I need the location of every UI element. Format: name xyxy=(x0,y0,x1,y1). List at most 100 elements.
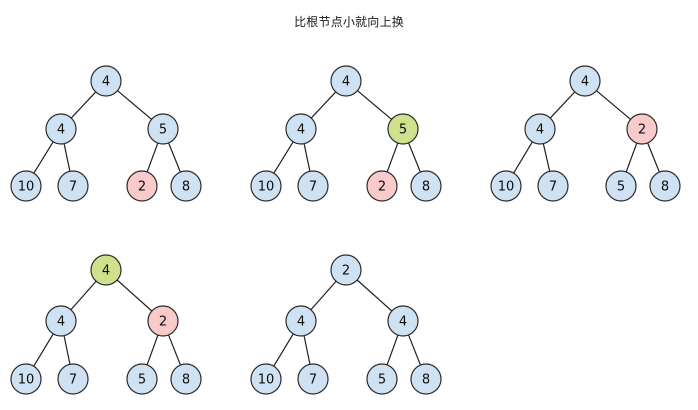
tree-node-t2-left: 4 xyxy=(285,113,317,145)
node-label: 10 xyxy=(18,180,35,195)
tree-edge xyxy=(356,279,393,312)
tree-node-t5-right: 4 xyxy=(387,305,419,337)
node-label: 4 xyxy=(399,315,407,330)
node-circle xyxy=(90,65,122,97)
page-title: 比根节点小就向上换 xyxy=(294,15,404,29)
tree-edge xyxy=(273,333,294,367)
node-circle xyxy=(57,170,89,202)
tree-edge xyxy=(310,280,337,311)
tree-edge xyxy=(513,141,533,174)
node-circle xyxy=(10,170,42,202)
tree-node-t3-lr: 7 xyxy=(537,170,569,202)
tree-edge xyxy=(63,143,71,172)
node-circle xyxy=(126,363,158,395)
node-circle xyxy=(387,305,419,337)
tree-node-t5-left: 4 xyxy=(285,305,317,337)
tree-edge xyxy=(146,142,159,173)
node-label: 7 xyxy=(69,180,77,195)
node-circle xyxy=(147,113,179,145)
tree-edge xyxy=(647,142,660,173)
node-circle xyxy=(250,170,282,202)
node-circle xyxy=(366,170,398,202)
node-label: 7 xyxy=(309,180,317,195)
node-label: 2 xyxy=(159,315,167,330)
tree-node-t2-right: 5 xyxy=(387,113,419,145)
node-label: 7 xyxy=(309,373,317,388)
node-label: 10 xyxy=(498,180,515,195)
node-label: 7 xyxy=(69,373,77,388)
node-label: 4 xyxy=(581,75,589,90)
tree-edge xyxy=(407,334,422,366)
tree-node-t3-rl: 5 xyxy=(605,170,637,202)
tree-edge xyxy=(542,143,551,172)
node-circle xyxy=(626,113,658,145)
node-circle xyxy=(330,65,362,97)
node-label: 2 xyxy=(638,123,646,138)
tree-node-t2-lr: 7 xyxy=(297,170,329,202)
tree-edge xyxy=(70,91,97,119)
tree-node-t3-root: 4 xyxy=(569,65,601,97)
node-label: 2 xyxy=(378,180,386,195)
node-label: 4 xyxy=(57,123,65,138)
tree-node-t2-ll: 10 xyxy=(250,170,282,202)
node-label: 4 xyxy=(536,123,544,138)
tree-node-t1-lr: 7 xyxy=(57,170,89,202)
tree-edge xyxy=(116,279,153,312)
node-label: 10 xyxy=(258,373,275,388)
tree-node-t1-left: 4 xyxy=(45,113,77,145)
node-label: 8 xyxy=(422,373,430,388)
tree-edge xyxy=(386,142,399,173)
tree-edge xyxy=(303,143,311,172)
node-circle xyxy=(569,65,601,97)
node-circle xyxy=(250,363,282,395)
node-label: 4 xyxy=(57,315,65,330)
node-label: 4 xyxy=(297,315,305,330)
node-circle xyxy=(330,254,362,286)
tree-node-t5-root: 2 xyxy=(330,254,362,286)
node-label: 5 xyxy=(138,373,146,388)
tree-edge xyxy=(117,90,152,120)
node-circle xyxy=(10,363,42,395)
node-circle xyxy=(297,363,329,395)
tree-edge xyxy=(625,142,638,173)
tree-node-t3-rr: 8 xyxy=(649,170,681,202)
node-label: 8 xyxy=(422,180,430,195)
node-circle xyxy=(605,170,637,202)
tree-node-t2-root: 4 xyxy=(330,65,362,97)
tree-edge xyxy=(273,141,294,174)
tree-node-t2-rr: 8 xyxy=(410,170,442,202)
tree-node-t4-lr: 7 xyxy=(57,363,89,395)
node-label: 4 xyxy=(297,123,305,138)
tree-edge xyxy=(167,334,182,366)
tree-node-t5-rr: 8 xyxy=(410,363,442,395)
tree-edge xyxy=(70,280,97,311)
node-circle xyxy=(90,254,122,286)
node-circle xyxy=(45,113,77,145)
tree-node-t4-rr: 8 xyxy=(170,363,202,395)
tree-node-t1-rr: 8 xyxy=(170,170,202,202)
node-circle xyxy=(147,305,179,337)
node-label: 2 xyxy=(342,264,350,279)
node-label: 8 xyxy=(182,373,190,388)
tree-edge xyxy=(33,141,54,174)
node-circle xyxy=(57,363,89,395)
node-circle xyxy=(649,170,681,202)
node-circle xyxy=(490,170,522,202)
tree-edge xyxy=(310,91,337,119)
node-circle xyxy=(285,305,317,337)
tree-edge xyxy=(33,333,54,367)
node-circle xyxy=(170,363,202,395)
node-label: 7 xyxy=(549,180,557,195)
tree-node-t1-ll: 10 xyxy=(10,170,42,202)
node-label: 2 xyxy=(138,180,146,195)
tree-node-t1-rl: 2 xyxy=(126,170,158,202)
tree-edge xyxy=(168,142,181,173)
tree-node-t3-left: 4 xyxy=(524,113,556,145)
node-label: 10 xyxy=(18,373,35,388)
node-circle xyxy=(410,363,442,395)
